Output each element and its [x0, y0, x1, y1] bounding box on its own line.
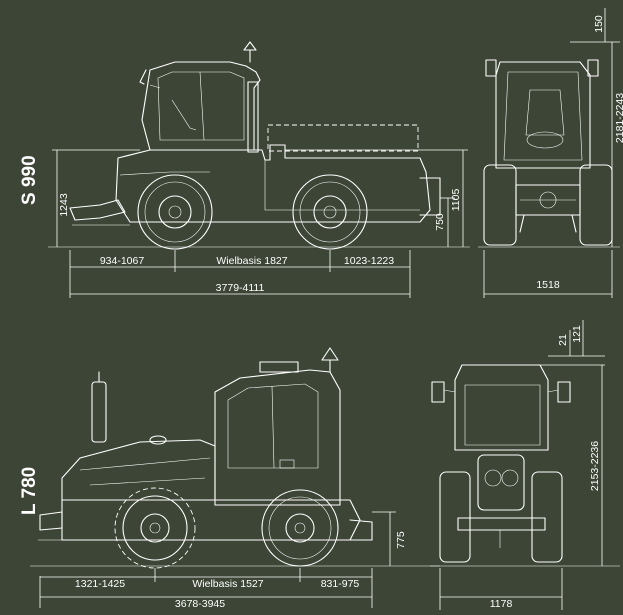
l780-overall-length: 3678-3945	[175, 598, 225, 610]
l780-top-b: 121	[571, 325, 583, 343]
s990-height-rear: 1105	[450, 189, 462, 212]
s990-rear-view: 150 2181-2243 1518	[478, 8, 623, 298]
s990-front-overhang: 934-1067	[100, 255, 145, 267]
s990-height-hitch: 1243	[58, 193, 70, 217]
l780-height-rear: 775	[395, 531, 407, 549]
l780-width: 1178	[490, 598, 513, 610]
l780-overall-height: 2153-2236	[589, 441, 601, 491]
l780-top-a: 21	[557, 334, 569, 346]
s990-height-platform: 750	[434, 213, 446, 231]
s990-side-view: S 990	[19, 41, 470, 298]
l780-front-wheel	[114, 487, 196, 569]
model-label-l780: L 780	[19, 467, 40, 515]
s990-overall-height: 2181-2243	[614, 93, 623, 143]
s990-top-extra: 150	[593, 15, 605, 33]
s990-rear-wheel	[292, 174, 368, 250]
s990-rear-overhang: 1023-1223	[344, 255, 394, 267]
s990-wheelbase: Wielbasis 1827	[216, 255, 287, 267]
s990-front-wheel	[137, 174, 213, 250]
l780-front-view: 21 121 2153-2236 1178	[430, 320, 620, 610]
model-label-s990: S 990	[19, 155, 40, 205]
l780-wheelbase: Wielbasis 1527	[192, 578, 263, 590]
s990-overall-length: 3779-4111	[216, 282, 265, 294]
l780-side-view: L 780	[19, 347, 440, 610]
l780-front-overhang: 1321-1425	[75, 578, 125, 590]
l780-rear-wheel	[261, 489, 339, 567]
s990-width: 1518	[536, 279, 560, 291]
l780-rear-overhang: 831-975	[321, 578, 360, 590]
